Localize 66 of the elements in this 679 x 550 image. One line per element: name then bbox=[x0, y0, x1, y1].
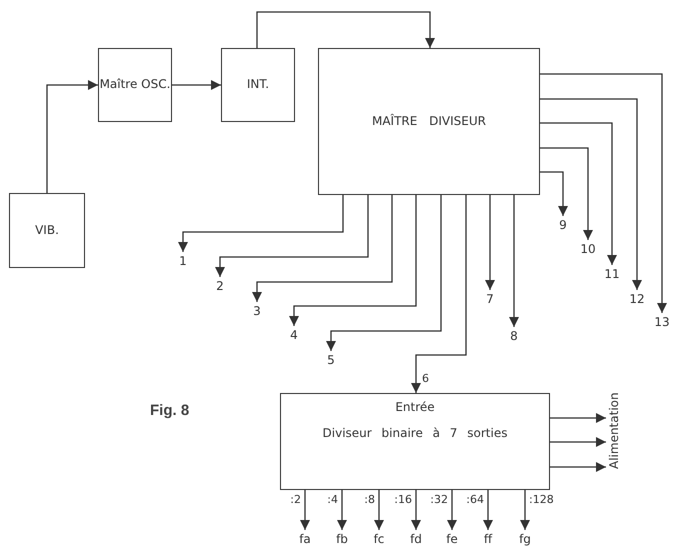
arrow bbox=[300, 490, 310, 530]
arrow bbox=[411, 490, 421, 530]
edge-label: 6 bbox=[421, 373, 430, 384]
edge-label: :16 bbox=[393, 494, 413, 505]
output-label: 7 bbox=[482, 290, 498, 308]
arrow bbox=[172, 80, 221, 90]
arrow bbox=[540, 147, 593, 240]
arrow bbox=[540, 122, 617, 265]
arrow bbox=[178, 195, 344, 252]
edge-label: :2 bbox=[289, 494, 302, 505]
block-box bbox=[318, 48, 540, 195]
output-label: 11 bbox=[602, 265, 622, 283]
output-label: fd bbox=[408, 530, 424, 548]
block-label: Entrée bbox=[395, 400, 435, 416]
output-label: 5 bbox=[323, 351, 339, 369]
edge-label: :64 bbox=[465, 494, 485, 505]
arrow bbox=[485, 195, 495, 290]
block-label: Maître OSC. bbox=[100, 77, 170, 93]
output-label: 8 bbox=[506, 327, 522, 345]
output-label: 10 bbox=[578, 240, 598, 258]
block-box bbox=[221, 48, 295, 122]
output-label: 12 bbox=[627, 290, 647, 308]
edge-label: :128 bbox=[528, 494, 555, 505]
arrow bbox=[411, 195, 467, 393]
arrow bbox=[520, 490, 530, 530]
arrow bbox=[256, 11, 435, 48]
block-box bbox=[98, 48, 172, 122]
figure-caption: Fig. 8 bbox=[150, 402, 190, 419]
output-label: 13 bbox=[652, 313, 672, 331]
arrow bbox=[509, 195, 519, 327]
output-label: fa bbox=[297, 530, 313, 548]
arrow bbox=[483, 490, 493, 530]
arrow bbox=[252, 195, 393, 302]
block-description: Diviseur binaire à 7 sorties bbox=[322, 426, 508, 442]
arrow bbox=[374, 490, 384, 530]
edge-label: :32 bbox=[429, 494, 449, 505]
output-label: 2 bbox=[212, 277, 228, 295]
arrow bbox=[540, 171, 568, 216]
supply-label: Alimentation bbox=[606, 372, 624, 490]
output-label: ff bbox=[480, 530, 496, 548]
arrow bbox=[540, 73, 667, 313]
arrow bbox=[540, 98, 642, 290]
output-label: fe bbox=[444, 530, 460, 548]
output-label: 3 bbox=[249, 302, 265, 320]
edge-label: :8 bbox=[363, 494, 376, 505]
arrow bbox=[550, 462, 606, 472]
arrow bbox=[550, 437, 606, 447]
block-box bbox=[280, 393, 550, 490]
arrow bbox=[326, 195, 442, 351]
block-box bbox=[9, 193, 85, 268]
block-label: VIB. bbox=[35, 222, 59, 238]
edge-label: :4 bbox=[326, 494, 339, 505]
arrow bbox=[550, 413, 606, 423]
arrow bbox=[447, 490, 457, 530]
arrow bbox=[337, 490, 347, 530]
arrow bbox=[215, 195, 369, 277]
block-label: MAÎTRE DIVISEUR bbox=[372, 114, 486, 130]
arrow bbox=[46, 80, 98, 193]
output-label: 4 bbox=[286, 326, 302, 344]
output-label: fc bbox=[371, 530, 387, 548]
output-label: 9 bbox=[555, 216, 571, 234]
block-label: INT. bbox=[246, 77, 270, 93]
output-label: 1 bbox=[175, 252, 191, 270]
output-label: fb bbox=[334, 530, 350, 548]
arrow bbox=[289, 195, 417, 326]
output-label: fg bbox=[517, 530, 533, 548]
